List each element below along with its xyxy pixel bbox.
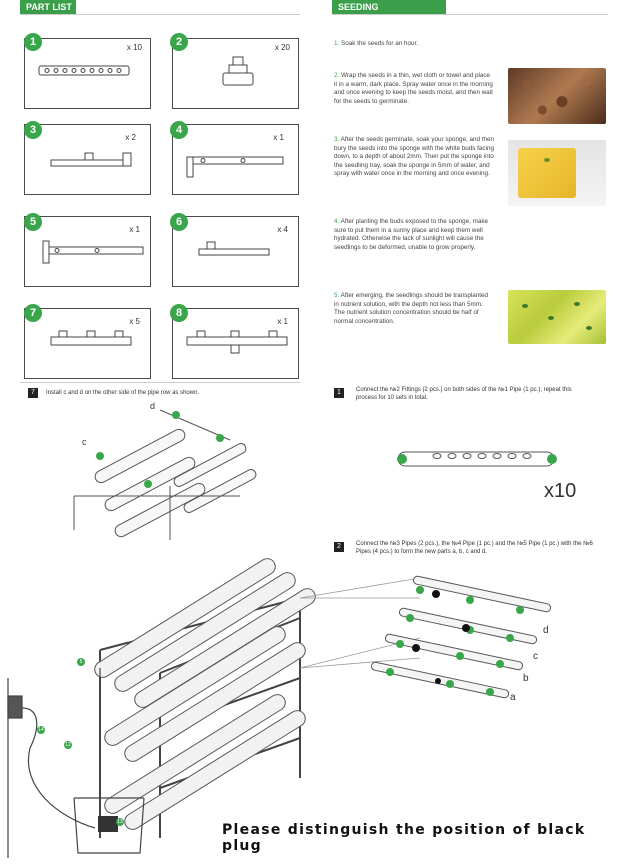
pipe-with-corner-icon xyxy=(42,240,144,264)
part-box-4: x 1 xyxy=(172,124,299,195)
sponge-photo xyxy=(508,140,606,206)
step-text: After emerging, the seedlings should be … xyxy=(334,292,489,325)
part-qty: x 1 xyxy=(129,225,140,234)
part-box-3: x 2 xyxy=(24,124,151,195)
part-box-1: x 10 xyxy=(24,38,151,109)
short-tee-pipe-icon xyxy=(198,241,270,256)
part-box-2: x 20 xyxy=(172,38,299,109)
part-number-badge: 5 xyxy=(24,213,42,231)
part-list-rule xyxy=(20,14,300,15)
seeding-step-1: 1. Soak the seeds for an hour. xyxy=(334,40,494,49)
seeds-photo xyxy=(508,68,606,124)
step-text: Wrap the seeds in a thin, wet cloth or t… xyxy=(334,72,493,105)
label-a: a xyxy=(510,692,516,703)
step-square: 1 xyxy=(334,388,344,398)
step-number: 1. xyxy=(334,40,340,47)
step-text: Soak the seeds for an hour. xyxy=(341,40,419,47)
part-box-6: x 4 xyxy=(172,216,299,287)
step-number: 3. xyxy=(334,136,340,143)
triple-tee-pipe-icon xyxy=(50,330,132,346)
part-box-5: x 1 xyxy=(24,216,151,287)
callout-14: 14 xyxy=(37,726,45,734)
part-number-badge: 4 xyxy=(170,121,188,139)
part-number-badge: 3 xyxy=(24,121,42,139)
part-number-badge: 7 xyxy=(24,304,42,322)
callout-13: 13 xyxy=(116,818,124,826)
pipe-with-holes-icon xyxy=(38,65,130,76)
part-qty: x 2 xyxy=(125,133,136,142)
assembly-step7-text: Install c and d on the other side of the… xyxy=(46,390,200,396)
seeding-instructions-header: SEEDING INSTRUCTIONS xyxy=(332,0,446,26)
part-number-badge: 8 xyxy=(170,304,188,322)
callout-5: 5 xyxy=(77,658,85,666)
step-text: After planting the buds exposed to the s… xyxy=(334,218,489,251)
rack-assembly-illustration xyxy=(7,558,552,858)
part-number-badge: 6 xyxy=(170,213,188,231)
seeding-step-3: 3. After the seeds germinate, soak your … xyxy=(334,136,494,179)
part-list-header: PART LIST xyxy=(20,0,76,14)
part-box-7: x 5 xyxy=(24,308,151,379)
step-number: 4. xyxy=(334,218,340,225)
pipe-with-fittings-diagram xyxy=(397,451,557,467)
seeding-step-2: 2. Wrap the seeds in a thin, wet cloth o… xyxy=(334,72,494,106)
pipe-with-elbow-icon xyxy=(186,156,284,178)
part-qty: x 5 xyxy=(129,317,140,326)
part-qty: x 10 xyxy=(126,43,142,52)
small-rack-diagram xyxy=(73,409,257,540)
black-plug-caption: Please distinguish the position of black… xyxy=(222,822,586,854)
callout-12: 12 xyxy=(64,741,72,749)
step-number: 5. xyxy=(334,292,340,299)
step-number: 2. xyxy=(334,72,340,79)
label-c-small: c xyxy=(82,437,87,447)
tee-pipe-icon xyxy=(50,152,132,167)
assembly-step2-text: Connect the №3 Pipes (2 pcs.), the №4 Pi… xyxy=(356,541,593,555)
label-c: c xyxy=(533,651,538,662)
seeding-step-5: 5. After emerging, the seedlings should … xyxy=(334,292,494,326)
seeding-step-4: 4. After planting the buds exposed to th… xyxy=(334,218,494,252)
step-square: 7 xyxy=(28,388,38,398)
seedlings-photo xyxy=(508,290,606,344)
step-text: After the seeds germinate, soak your spo… xyxy=(334,136,494,178)
part-qty: x 20 xyxy=(274,43,290,52)
pipe-fitting-cap-icon xyxy=(222,56,254,86)
part-box-8: x 1 xyxy=(172,308,299,379)
part-qty: x 4 xyxy=(277,225,288,234)
assembly-step1-text: Connect the №2 Fittings (2 pcs.) on both… xyxy=(356,387,572,401)
label-d: d xyxy=(543,625,549,636)
assembly-diagram-panel: d c b a 5 12 13 14 xyxy=(0,558,620,865)
part-number-badge: 1 xyxy=(24,33,42,51)
assembly-rule-left xyxy=(20,382,300,383)
part-number-badge: 2 xyxy=(170,33,188,51)
step-square: 2 xyxy=(334,542,344,552)
quantity-x10: x10 xyxy=(544,480,577,502)
label-d-small: d xyxy=(150,401,156,411)
part-qty: x 1 xyxy=(277,317,288,326)
seeding-rule xyxy=(332,14,608,15)
label-b: b xyxy=(523,673,529,684)
cross-tee-pipe-icon xyxy=(186,330,288,354)
part-qty: x 1 xyxy=(273,133,284,142)
